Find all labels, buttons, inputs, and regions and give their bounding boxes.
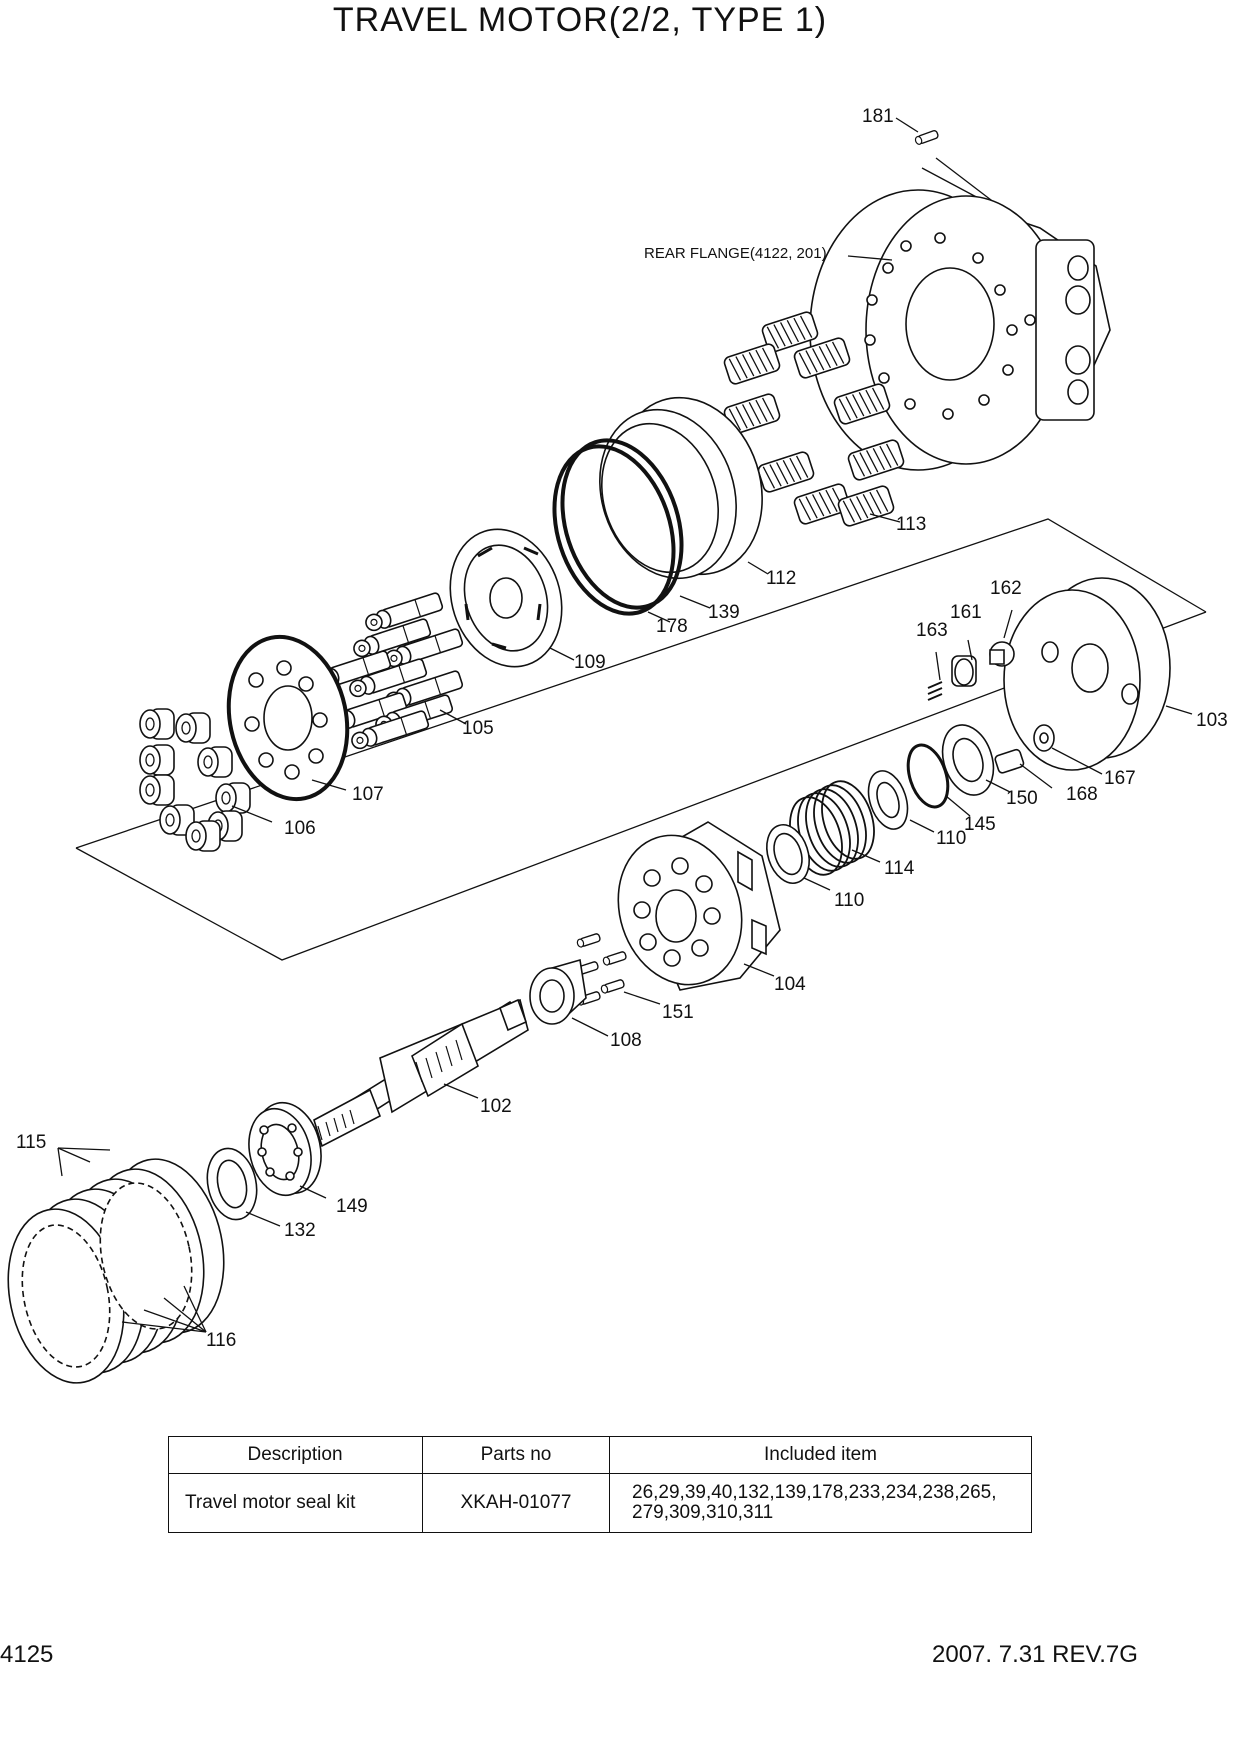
callout-151: 151	[662, 1002, 694, 1023]
callout-103: 103	[1196, 710, 1228, 731]
callout-104: 104	[774, 974, 806, 995]
part-115-116-friction-plates	[7, 1158, 225, 1384]
table-header-row: Description Parts no Included item	[168, 1436, 1032, 1474]
callout-113: 113	[896, 514, 926, 535]
callout-150: 150	[1006, 788, 1038, 809]
part-103-swash-plate	[1003, 577, 1171, 771]
callout-110-lower: 110	[834, 890, 864, 911]
callout-107: 107	[352, 784, 384, 805]
included-line-2: 279,309,310,311	[632, 1502, 774, 1523]
callout-116: 116	[206, 1330, 236, 1351]
callout-115: 115	[16, 1132, 46, 1153]
part-104-cylinder-block	[617, 821, 781, 991]
rear-flange	[809, 189, 1111, 471]
callout-102: 102	[480, 1096, 512, 1117]
callout-109: 109	[574, 652, 606, 673]
cell-parts-no: XKAH-01077	[422, 1473, 610, 1533]
callout-108: 108	[610, 1030, 642, 1051]
callout-178: 178	[656, 616, 688, 637]
callout-167: 167	[1104, 768, 1136, 789]
header-included-item: Included item	[609, 1436, 1032, 1474]
table-row: Travel motor seal kit XKAH-01077 26,29,3…	[168, 1473, 1032, 1533]
part-108-spherical-bush	[529, 958, 587, 1025]
callout-145: 145	[964, 814, 996, 835]
part-102-shaft	[313, 998, 529, 1148]
callout-labels: 181 REAR FLANGE(4122, 201) 113 112 139 1…	[16, 106, 1228, 1351]
callout-106: 106	[284, 818, 316, 839]
seal-kit-table: Description Parts no Included item Trave…	[168, 1436, 1032, 1533]
revision-date: 2007. 7.31 REV.7G	[932, 1641, 1138, 1668]
callout-163: 163	[916, 620, 948, 641]
included-line-1: 26,29,39,40,132,139,178,233,234,238,265,	[632, 1482, 997, 1503]
callout-181: 181	[862, 106, 894, 127]
assembly-guide-lines	[75, 157, 1207, 961]
callout-149: 149	[336, 1196, 368, 1217]
part-132-oil-seal	[206, 1147, 258, 1221]
part-109-valve-plate	[449, 528, 563, 668]
callout-110-upper: 110	[936, 828, 966, 849]
part-114-spring	[789, 780, 875, 876]
callout-161: 161	[950, 602, 982, 623]
leader-lines	[57, 117, 1193, 1333]
part-181-pin	[913, 129, 940, 146]
callout-162: 162	[990, 578, 1022, 599]
page-number: 4125	[0, 1641, 54, 1668]
part-167-168-150-145-110	[867, 724, 1055, 830]
callout-105: 105	[462, 718, 494, 739]
part-139-178-o-rings	[552, 438, 684, 616]
cell-included-item: 26,29,39,40,132,139,178,233,234,238,265,…	[609, 1473, 1032, 1533]
callout-112: 112	[766, 568, 796, 589]
rear-flange-note: REAR FLANGE(4122, 201)	[644, 245, 827, 262]
part-110-washer	[766, 824, 810, 884]
cell-description: Travel motor seal kit	[168, 1473, 423, 1533]
callout-139: 139	[708, 602, 740, 623]
callout-168: 168	[1066, 784, 1098, 805]
part-149-bearing	[248, 1101, 322, 1197]
part-162-161-163-small-parts	[927, 641, 1015, 701]
part-107-retainer-plate	[226, 634, 350, 802]
callout-132: 132	[284, 1220, 316, 1241]
page-title: TRAVEL MOTOR(2/2, TYPE 1)	[332, 1, 828, 39]
header-parts-no: Parts no	[422, 1436, 610, 1474]
header-description: Description	[168, 1436, 423, 1474]
callout-114: 114	[884, 858, 915, 879]
